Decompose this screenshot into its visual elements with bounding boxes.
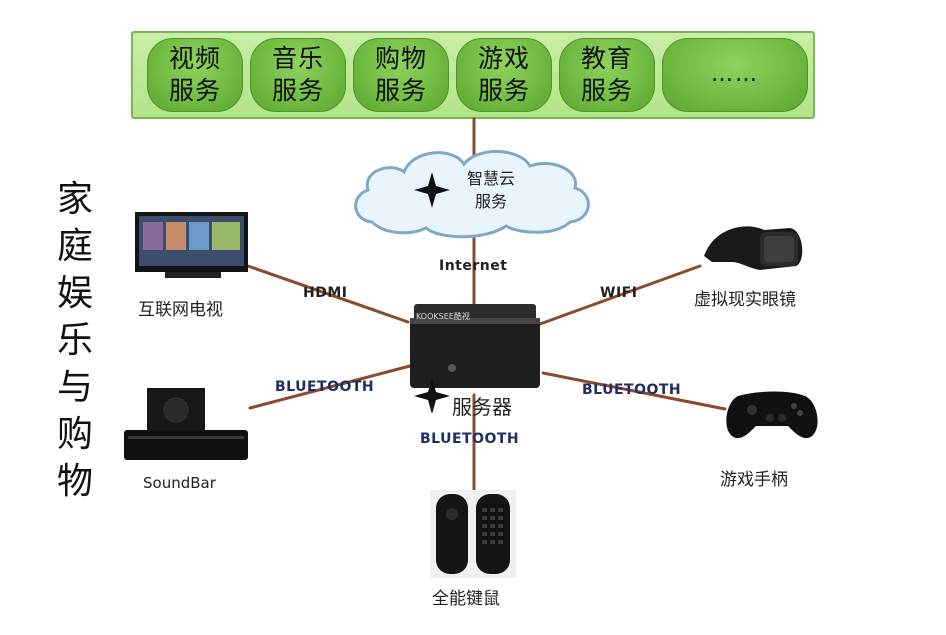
bluetooth-gamepad-label: BLUETOOTH bbox=[582, 382, 682, 398]
connection-lines bbox=[246, 117, 727, 492]
service-shopping: 购物服务 bbox=[353, 38, 449, 112]
hub-brand: KOOKSEE酷视 bbox=[416, 312, 470, 321]
service-game-line2: 服务 bbox=[477, 76, 530, 105]
hub-label: 服务器 bbox=[452, 395, 512, 419]
hdmi-label: HDMI bbox=[303, 285, 348, 301]
remote-icon bbox=[430, 490, 516, 578]
service-education-line1: 教育 bbox=[580, 44, 633, 73]
vr-headset-icon bbox=[704, 226, 803, 270]
bluetooth-soundbar-label: BLUETOOTH bbox=[275, 379, 375, 395]
cloud-star-icon bbox=[414, 172, 450, 208]
cloud-label-line2: 服务 bbox=[474, 192, 507, 211]
vr-label: 虚拟现实眼镜 bbox=[694, 290, 796, 310]
remote-label: 全能键鼠 bbox=[432, 589, 500, 609]
cloud-label: 智慧云 服务 bbox=[455, 167, 527, 213]
wifi-label: WIFI bbox=[600, 285, 638, 301]
soundbar-icon bbox=[124, 388, 248, 460]
service-music-line2: 服务 bbox=[271, 76, 324, 105]
soundbar-label: SoundBar bbox=[143, 474, 216, 492]
tv-icon bbox=[135, 212, 248, 278]
link-tv-hub bbox=[246, 264, 410, 324]
service-video: 视频服务 bbox=[147, 38, 243, 112]
service-game: 游戏服务 bbox=[456, 38, 552, 112]
service-shopping-line2: 服务 bbox=[374, 76, 427, 105]
bluetooth-remote-label: BLUETOOTH bbox=[420, 431, 520, 447]
link-soundbar-hub bbox=[248, 364, 412, 410]
service-more: …… bbox=[662, 38, 808, 112]
cloud-icon bbox=[354, 150, 590, 239]
service-music: 音乐服务 bbox=[250, 38, 346, 112]
gamepad-label: 游戏手柄 bbox=[720, 470, 788, 490]
cloud-label-line1: 智慧云 bbox=[466, 169, 515, 188]
service-more-ellipsis: …… bbox=[711, 62, 759, 87]
hub-device-icon bbox=[410, 304, 540, 414]
link-gamepad-hub bbox=[541, 371, 727, 411]
link-vr-hub bbox=[538, 264, 702, 326]
service-education: 教育服务 bbox=[559, 38, 655, 112]
internet-label: Internet bbox=[439, 258, 508, 274]
service-music-line1: 音乐 bbox=[271, 44, 324, 73]
service-video-line1: 视频 bbox=[168, 44, 221, 73]
service-video-line2: 服务 bbox=[168, 76, 221, 105]
service-education-line2: 服务 bbox=[580, 76, 633, 105]
side-title: 家庭娱乐与购物 bbox=[56, 179, 93, 502]
service-game-line1: 游戏 bbox=[477, 44, 530, 73]
service-shopping-line1: 购物 bbox=[374, 44, 427, 73]
hub-star-icon bbox=[414, 378, 450, 414]
tv-label: 互联网电视 bbox=[138, 300, 223, 320]
services-bar: 视频服务 音乐服务 购物服务 游戏服务 教育服务 …… bbox=[131, 31, 815, 119]
gamepad-icon bbox=[726, 391, 818, 439]
